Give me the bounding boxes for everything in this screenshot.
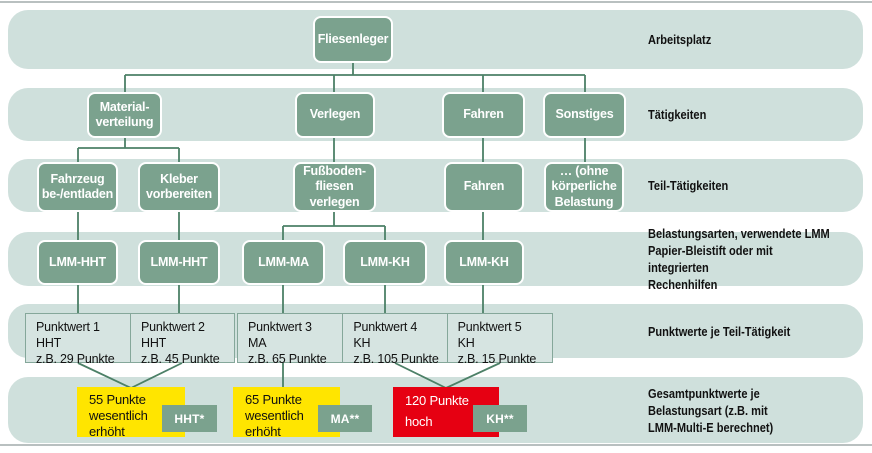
node-lmm-kh-1: LMM-KH [343,240,427,285]
row-label-text: Arbeitsplatz [648,32,712,47]
cell-punktwert-4: Punktwert 4 KH z.B. 105 Punkte [342,314,446,366]
node-activity-fahren: Fahren [442,92,525,138]
top-frame-line [0,1,872,3]
punktwert-cellgroup-left: Punktwert 1 HHT z.B. 29 Punkte Punktwert… [25,313,235,366]
node-activity-verlegen: Verlegen [295,92,375,138]
cell-punktwert-1: Punktwert 1 HHT z.B. 29 Punkte [36,320,115,366]
result-kh-total: 120 Punkte hoch [393,387,499,437]
row-label-belastungsarten: Belastungsarten, verwendete LMM Papier-B… [648,226,863,292]
tag-kh: KH** [473,405,527,432]
node-subactivity-ohne-belastung: … (ohne körperliche Belastung [544,162,624,212]
row-label-teil-taetigkeiten: Teil-Tätigkeiten [648,159,863,212]
node-lmm-kh-2: LMM-KH [444,240,524,285]
row-label-text: Tätigkeiten [648,107,707,122]
node-lmm-ma: LMM-MA [242,240,325,285]
node-activity-sonstiges: Sonstiges [543,92,626,138]
node-subactivity-kleber: Kleber vorbereiten [138,162,220,212]
tag-hht: HHT* [162,405,217,432]
row-label-arbeitsplatz: Arbeitsplatz [648,10,863,69]
node-subactivity-fussbodenfliesen: Fußboden- fliesen verlegen [293,162,376,212]
node-subactivity-fahrzeug: Fahrzeug be-/entladen [37,162,118,212]
node-lmm-hht-2: LMM-HHT [138,240,220,285]
row-label-text: Punktwerte je Teil-Tätigkeit [648,323,791,339]
punktwert-cellgroup-right: Punktwert 3 MA z.B. 65 Punkte Punktwert … [237,313,553,366]
result-kh-points: 120 Punkte [405,393,469,408]
cell-punktwert-5: Punktwert 5 KH z.B. 15 Punkte [446,314,552,366]
row-label-text: Belastungsarten, verwendete LMM Papier-B… [648,226,830,292]
tag-ma: MA** [318,405,372,432]
node-subactivity-fahren: Fahren [444,162,524,212]
cell-punktwert-3: Punktwert 3 MA z.B. 65 Punkte [248,320,327,366]
cell-punktwert-2: Punktwert 2 HHT z.B. 45 Punkte [130,314,234,366]
row-label-text: Teil-Tätigkeiten [648,178,729,193]
row-label-taetigkeiten: Tätigkeiten [648,88,863,141]
row-label-gesamtpunktwerte: Gesamtpunktwerte je Belastungsart (z.B. … [648,377,863,443]
node-activity-materialverteilung: Material- verteilung [87,92,162,138]
bottom-frame-line [0,444,872,446]
node-arbeitsplatz-root: Fliesenleger [313,16,393,63]
row-label-text: Gesamtpunktwerte je Belastungsart (z.B. … [648,385,774,435]
result-kh-rating: hoch [405,414,433,429]
row-label-punktwerte: Punktwerte je Teil-Tätigkeit [648,304,863,358]
band-arbeitsplatz [8,10,863,69]
node-lmm-hht-1: LMM-HHT [37,240,118,285]
